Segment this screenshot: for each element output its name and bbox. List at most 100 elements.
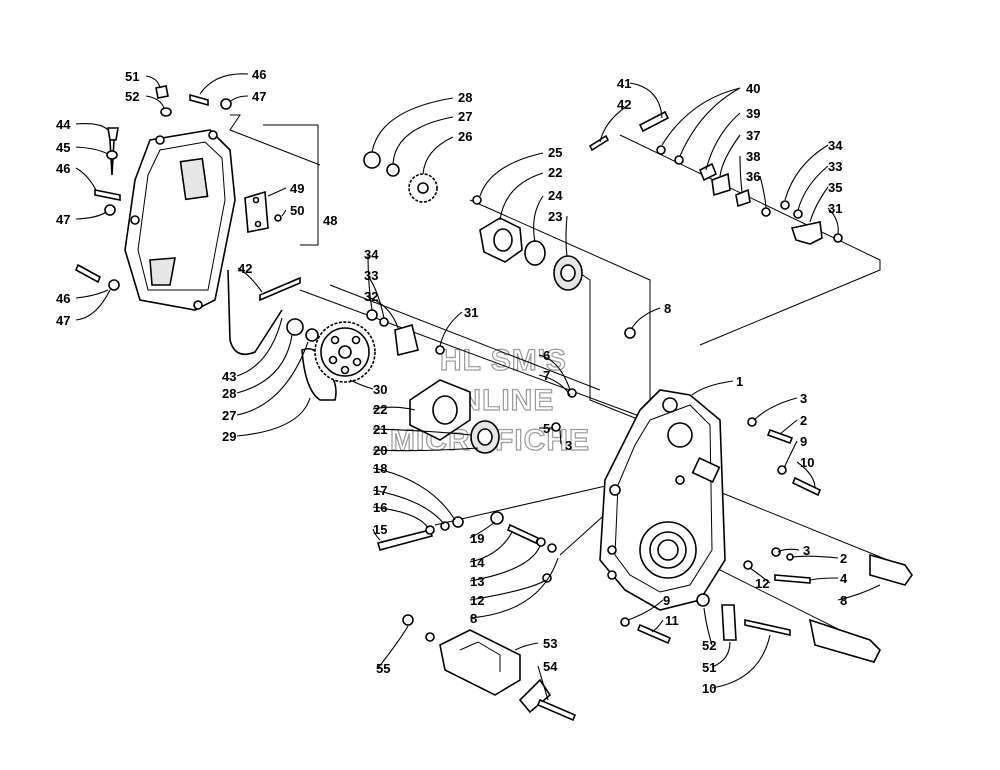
callout-3: 3 (565, 438, 572, 453)
callout-46: 46 (252, 67, 266, 82)
callout-15: 15 (373, 522, 387, 537)
callout-31: 31 (828, 201, 842, 216)
callout-33: 33 (828, 159, 842, 174)
callout-18: 18 (373, 461, 387, 476)
callout-27: 27 (458, 109, 472, 124)
callout-37: 37 (746, 128, 760, 143)
callout-3: 3 (803, 543, 810, 558)
shaft-end-upper (869, 553, 913, 586)
callout-34: 34 (364, 247, 379, 262)
callout-38: 38 (746, 149, 760, 164)
callout-33: 33 (364, 268, 378, 283)
callout-47: 47 (56, 212, 70, 227)
callout-22: 22 (373, 402, 387, 417)
callout-55: 55 (376, 661, 390, 676)
callout-46: 46 (56, 291, 70, 306)
callout-3: 3 (800, 391, 807, 406)
callout-30: 30 (373, 382, 387, 397)
nut-28-left (286, 318, 304, 336)
bolt-25 (472, 195, 482, 205)
callout-49: 49 (290, 181, 304, 196)
callout-12: 12 (470, 593, 484, 608)
callout-13: 13 (470, 574, 484, 589)
callout-17: 17 (373, 483, 387, 498)
callout-39: 39 (746, 106, 760, 121)
callout-22: 22 (548, 165, 562, 180)
callout-44: 44 (56, 117, 71, 132)
callout-9: 9 (663, 593, 670, 608)
bolt-31-left (435, 345, 445, 355)
callout-47: 47 (56, 313, 70, 328)
callout-51: 51 (702, 660, 716, 675)
callout-35: 35 (828, 180, 842, 195)
callout-28: 28 (458, 90, 472, 105)
callout-10: 10 (702, 681, 716, 696)
callout-7: 7 (543, 368, 550, 383)
leader-lines (75, 73, 881, 701)
callout-29: 29 (222, 429, 236, 444)
callout-47: 47 (252, 89, 266, 104)
callout-10: 10 (800, 455, 814, 470)
callout-31: 31 (464, 305, 478, 320)
washer-33 (379, 317, 389, 327)
chain-case-housing-1 (599, 389, 726, 611)
callout-43: 43 (222, 369, 236, 384)
callout-52: 52 (125, 89, 139, 104)
callout-2: 2 (800, 413, 807, 428)
chain-case-cover (124, 129, 236, 311)
callout-32: 32 (364, 289, 378, 304)
callout-51: 51 (125, 69, 139, 84)
chain-29 (301, 347, 337, 401)
callout-34: 34 (828, 138, 843, 153)
callout-27: 27 (222, 408, 236, 423)
callout-24: 24 (548, 188, 563, 203)
callout-54: 54 (543, 659, 558, 674)
bracket-assembly-53 (402, 614, 577, 722)
callout-20: 20 (373, 443, 387, 458)
nut-8-top (624, 327, 636, 339)
callout-labels: 51 46 52 47 44 45 46 47 49 50 48 46 47 4… (56, 67, 848, 696)
callout-52: 52 (702, 638, 716, 653)
callout-46: 46 (56, 161, 70, 176)
seal-24 (524, 240, 546, 266)
callout-5: 5 (543, 421, 550, 436)
callout-42: 42 (238, 261, 252, 276)
callout-40: 40 (746, 81, 760, 96)
washer-27-top (386, 163, 400, 177)
callout-16: 16 (373, 500, 387, 515)
shaft-end-lower (808, 618, 881, 663)
callout-26: 26 (458, 129, 472, 144)
upper-right-hardware (588, 110, 843, 245)
bracket-48 (263, 124, 319, 246)
callout-42: 42 (617, 97, 631, 112)
callout-28: 28 (222, 386, 236, 401)
callout-53: 53 (543, 636, 557, 651)
callout-11: 11 (665, 613, 679, 628)
washer-34 (366, 309, 378, 321)
callout-50: 50 (290, 203, 304, 218)
bracket-32 (394, 323, 419, 356)
bolt-42-left (259, 276, 301, 302)
callout-2: 2 (840, 551, 847, 566)
cable-43 (227, 269, 283, 356)
callout-41: 41 (617, 76, 631, 91)
callout-4: 4 (840, 571, 848, 586)
callout-45: 45 (56, 140, 70, 155)
callout-23: 23 (548, 209, 562, 224)
right-side-hardware (620, 417, 822, 645)
callout-12: 12 (755, 576, 769, 591)
callout-48: 48 (323, 213, 337, 228)
callout-8: 8 (840, 593, 847, 608)
callout-8: 8 (470, 611, 477, 626)
callout-19: 19 (470, 531, 484, 546)
small-hardware-top-left (74, 85, 282, 291)
callout-25: 25 (548, 145, 562, 160)
washer-27-left (305, 328, 319, 342)
callout-21: 21 (373, 422, 387, 437)
callout-8: 8 (664, 301, 671, 316)
plate-49 (244, 190, 269, 233)
left-middle-hardware (377, 388, 577, 583)
callout-36: 36 (746, 169, 760, 184)
callout-1: 1 (736, 374, 743, 389)
